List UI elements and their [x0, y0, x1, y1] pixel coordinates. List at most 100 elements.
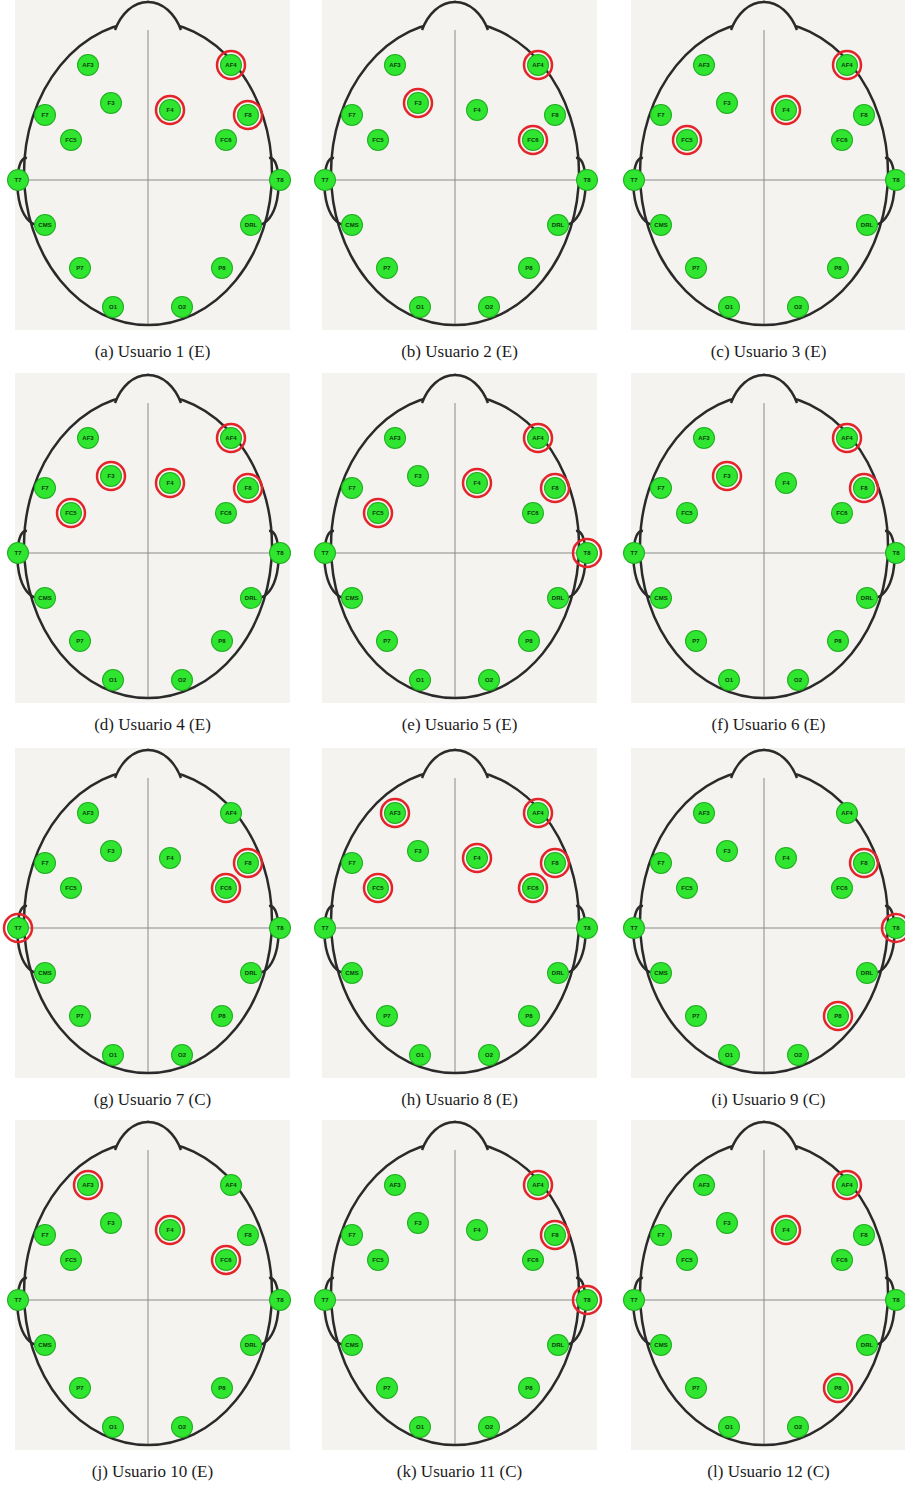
- ear: [257, 1278, 278, 1346]
- midline: [148, 748, 149, 1073]
- panel-background: [631, 748, 905, 1078]
- electrode-label: AF4: [532, 810, 543, 816]
- electrode: AF3: [78, 1175, 98, 1195]
- electrode: F7: [342, 853, 362, 873]
- electrode-label: FC5: [65, 885, 76, 891]
- electrode: DRL: [857, 963, 877, 983]
- electrode: F4: [776, 100, 796, 120]
- electrode: T7: [624, 170, 644, 190]
- electrode: T7: [315, 543, 335, 563]
- electrode-label: FC6: [836, 137, 847, 143]
- midline: [455, 373, 456, 698]
- electrode-label: T8: [892, 177, 899, 183]
- electrode: FC6: [832, 878, 852, 898]
- panel-background: [322, 0, 597, 330]
- electrode-label: AF4: [225, 435, 236, 441]
- highlight-ring: [212, 1246, 240, 1274]
- electrode-label: T7: [321, 177, 328, 183]
- electrode-label: P7: [383, 265, 390, 271]
- electrode-label: CMS: [345, 970, 358, 976]
- electrode-label: F4: [782, 480, 789, 486]
- head-panel: AF3AF4F7F3F4F8FC5FC6T7T8CMSDRLP7P8O1O2(b…: [322, 0, 597, 365]
- nose: [115, 375, 181, 403]
- electrode-label: T8: [583, 550, 590, 556]
- electrode: F8: [854, 853, 874, 873]
- electrode-label: O2: [178, 1424, 186, 1430]
- electrode-label: FC6: [527, 1257, 538, 1263]
- electrode: P7: [70, 1006, 90, 1026]
- electrode: DRL: [548, 215, 568, 235]
- electrode-label: F4: [473, 107, 480, 113]
- electrode-label: F3: [107, 473, 114, 479]
- head-panel: AF3AF4F7F3F4F8FC5FC6T7T8CMSDRLP7P8O1O2(h…: [322, 748, 597, 1113]
- electrode-label: P7: [692, 1013, 699, 1019]
- electrode-label: AF3: [698, 62, 709, 68]
- electrode-label: P7: [76, 638, 83, 644]
- electrode-label: DRL: [245, 970, 257, 976]
- electrode-label: F3: [723, 1220, 730, 1226]
- electrode-label: F7: [41, 860, 48, 866]
- electrode-label: F4: [782, 107, 789, 113]
- electrode: DRL: [548, 1335, 568, 1355]
- nose: [731, 2, 797, 30]
- electrode-label: F8: [244, 1232, 251, 1238]
- electrode: FC5: [61, 503, 81, 523]
- ear: [634, 906, 655, 974]
- electrode: P7: [377, 1378, 397, 1398]
- highlight-ring: [573, 1286, 601, 1314]
- electrode: AF3: [694, 55, 714, 75]
- electrode-label: F8: [244, 860, 251, 866]
- electrode: FC5: [61, 130, 81, 150]
- electrode: FC5: [61, 878, 81, 898]
- electrode: CMS: [35, 215, 55, 235]
- electrode-label: F3: [414, 1220, 421, 1226]
- head-contour: [331, 1141, 579, 1445]
- electrode-label: P8: [834, 265, 841, 271]
- electrode-label: T7: [14, 550, 21, 556]
- ear: [634, 1278, 655, 1346]
- electrode-label: F4: [473, 480, 480, 486]
- panel-background: [322, 1120, 597, 1450]
- ear: [257, 906, 278, 974]
- electrode: P8: [212, 631, 232, 651]
- caption-text: (c) Usuario 3 (E): [711, 342, 827, 361]
- electrode: T8: [577, 1290, 597, 1310]
- midline: [15, 1300, 290, 1301]
- electrode-label: DRL: [552, 595, 564, 601]
- electrode-label: F7: [657, 485, 664, 491]
- electrode-label: FC5: [681, 885, 692, 891]
- electrode: T8: [577, 543, 597, 563]
- electrode-label: F7: [41, 485, 48, 491]
- ear: [564, 158, 585, 226]
- ear: [18, 531, 39, 599]
- head-panel: AF3AF4F7F3F4F8FC5FC6T7T8CMSDRLP7P8O1O2(d…: [15, 373, 290, 738]
- electrode-label: FC6: [836, 1257, 847, 1263]
- electrode-label: AF3: [389, 1182, 400, 1188]
- ear: [18, 906, 39, 974]
- highlight-ring: [824, 1374, 852, 1402]
- electrode-label: T8: [583, 177, 590, 183]
- electrode-label: DRL: [552, 970, 564, 976]
- electrode-label: O1: [416, 677, 424, 683]
- electrode: T7: [315, 170, 335, 190]
- electrode: CMS: [651, 215, 671, 235]
- electrode-label: P8: [218, 265, 225, 271]
- electrode-label: F8: [244, 112, 251, 118]
- electrode-label: F7: [657, 860, 664, 866]
- electrode: P8: [828, 1378, 848, 1398]
- electrode-label: F3: [723, 848, 730, 854]
- panel-background: [15, 0, 290, 330]
- highlight-ring: [541, 474, 569, 502]
- electrode: CMS: [651, 963, 671, 983]
- electrode: F3: [717, 1213, 737, 1233]
- electrode: O2: [788, 297, 808, 317]
- electrode: AF4: [221, 428, 241, 448]
- electrode-label: CMS: [345, 595, 358, 601]
- electrode-label: FC5: [681, 137, 692, 143]
- electrode: DRL: [241, 588, 261, 608]
- electrode-label: FC6: [220, 885, 231, 891]
- head-contour: [24, 394, 272, 698]
- nose: [422, 1122, 488, 1150]
- electrode: O1: [719, 1045, 739, 1065]
- electrode-label: P7: [76, 1385, 83, 1391]
